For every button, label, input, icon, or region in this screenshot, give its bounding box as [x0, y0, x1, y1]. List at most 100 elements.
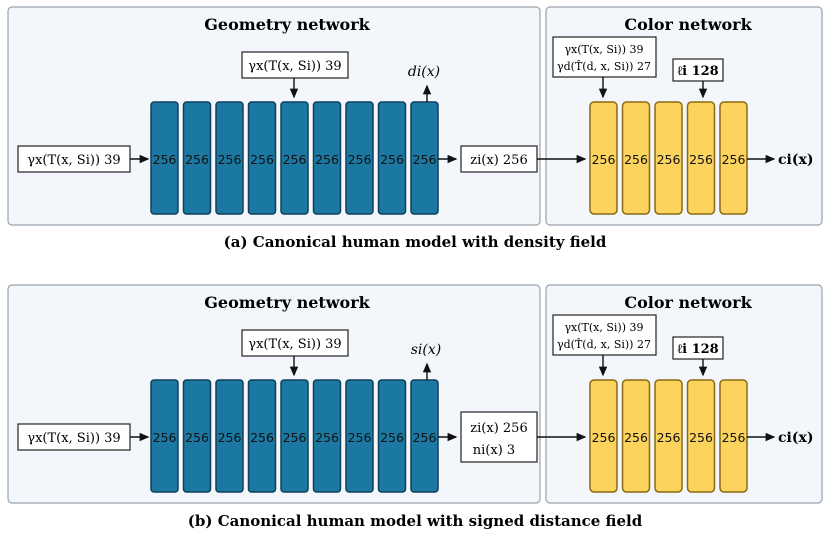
layer-width-label: 256	[689, 430, 713, 445]
layer-width-label: 256	[624, 152, 648, 167]
color-layer	[654, 379, 683, 493]
color-layer	[719, 101, 748, 215]
geometry-layer	[312, 379, 342, 493]
layer-width-label: 256	[315, 152, 339, 167]
geometry-layer	[182, 101, 212, 215]
color-layer	[621, 101, 651, 215]
color-layer	[654, 101, 683, 215]
layer-width-label: 256	[592, 152, 616, 167]
feature-label: zi(x) 256	[470, 421, 527, 436]
geometry-layer	[247, 379, 277, 493]
layer-width-label: 256	[380, 430, 404, 445]
layer-width-label: 256	[348, 152, 372, 167]
feature-box	[460, 411, 538, 463]
color-layers	[589, 379, 748, 493]
color-layer-labels: 256 256 256 256 256	[592, 430, 746, 445]
latent-code-label: ℓi 128	[676, 342, 718, 357]
geometry-layer	[410, 101, 439, 215]
layer-width-label: 256	[689, 152, 713, 167]
caption-a: (a) Canonical human model with density f…	[224, 233, 607, 251]
geometry-network-title: Geometry network	[204, 293, 370, 312]
position-encoding-label: γx(T(x, Si)) 39	[564, 321, 643, 334]
direction-encoding-label: γd(T̂(d, x, Si)) 27	[557, 338, 651, 351]
geometry-layer	[280, 379, 309, 493]
geometry-layer	[377, 101, 407, 215]
color-layer	[719, 379, 748, 493]
layer-width-label: 256	[218, 430, 242, 445]
layer-width-label: 256	[315, 430, 339, 445]
layer-width-label: 256	[413, 152, 437, 167]
layer-width-label: 256	[722, 430, 746, 445]
layer-width-label: 256	[185, 430, 209, 445]
geometry-layer	[247, 101, 277, 215]
latent-code-box	[672, 336, 724, 360]
layer-width-label: 256	[722, 152, 746, 167]
color-layer	[686, 379, 716, 493]
color-layer	[589, 379, 618, 493]
feature-label: zi(x) 256	[470, 153, 527, 168]
geometry-network-title: Geometry network	[204, 15, 370, 34]
color-output-label: ci(x)	[778, 152, 813, 168]
caption-b: (b) Canonical human model with signed di…	[188, 512, 643, 530]
skip-input-label: γx(T(x, Si)) 39	[248, 59, 341, 74]
color-network-title: Color network	[624, 15, 752, 34]
sdf-output-label: si(x)	[411, 342, 441, 358]
diagram-b: Geometry network Color network γx(T(x, S…	[7, 284, 823, 530]
input-encoding-box	[17, 423, 131, 451]
geometry-layer	[280, 101, 309, 215]
layer-width-label: 256	[250, 152, 274, 167]
geometry-layer	[312, 101, 342, 215]
color-layer	[621, 379, 651, 493]
layer-width-label: 256	[283, 152, 307, 167]
geometry-layer	[150, 379, 179, 493]
geometry-layer	[410, 379, 439, 493]
feature-box	[460, 145, 538, 173]
layer-width-label: 256	[657, 430, 681, 445]
layer-width-label: 256	[218, 152, 242, 167]
geometry-layer	[150, 101, 179, 215]
input-encoding-label: γx(T(x, Si)) 39	[27, 431, 120, 446]
color-input-box	[552, 314, 657, 356]
geometry-layer	[215, 101, 244, 215]
layer-width-label: 256	[185, 152, 209, 167]
layer-width-label: 256	[153, 430, 177, 445]
geometry-layers	[150, 101, 439, 215]
layer-width-label: 256	[380, 152, 404, 167]
layer-width-label: 256	[413, 430, 437, 445]
color-layer	[589, 101, 618, 215]
color-layer	[686, 101, 716, 215]
geometry-layer-labels: 256 256 256 256 256 256 256 256 256	[153, 430, 437, 445]
color-layer-labels: 256 256 256 256 256	[592, 152, 746, 167]
color-network-title: Color network	[624, 293, 752, 312]
geometry-layer	[345, 101, 374, 215]
layer-width-label: 256	[348, 430, 372, 445]
skip-input-box	[241, 51, 349, 79]
position-encoding-label: γx(T(x, Si)) 39	[564, 43, 643, 56]
layer-width-label: 256	[250, 430, 274, 445]
skip-input-box	[241, 329, 349, 357]
layer-width-label: 256	[283, 430, 307, 445]
layer-width-label: 256	[657, 152, 681, 167]
latent-code-box	[672, 58, 724, 82]
color-output-label: ci(x)	[778, 430, 813, 446]
latent-code-label: ℓi 128	[676, 64, 718, 79]
geometry-layer	[215, 379, 244, 493]
geometry-layer-labels: 256 256 256 256 256 256 256 256 256	[153, 152, 437, 167]
density-output-label: di(x)	[408, 64, 440, 80]
geometry-layer	[345, 379, 374, 493]
skip-input-label: γx(T(x, Si)) 39	[248, 337, 341, 352]
color-input-box	[552, 36, 657, 78]
geometry-layers	[150, 379, 439, 493]
layer-width-label: 256	[624, 430, 648, 445]
diagram-a: Geometry network Color network γx(T(x, S…	[7, 6, 823, 251]
input-encoding-label: γx(T(x, Si)) 39	[27, 153, 120, 168]
layer-width-label: 256	[153, 152, 177, 167]
geometry-layer	[377, 379, 407, 493]
geometry-layer	[182, 379, 212, 493]
direction-encoding-label: γd(T̂(d, x, Si)) 27	[557, 60, 651, 73]
input-encoding-box	[17, 145, 131, 173]
color-layers	[589, 101, 748, 215]
layer-width-label: 256	[592, 430, 616, 445]
normal-label: ni(x) 3	[473, 443, 515, 458]
